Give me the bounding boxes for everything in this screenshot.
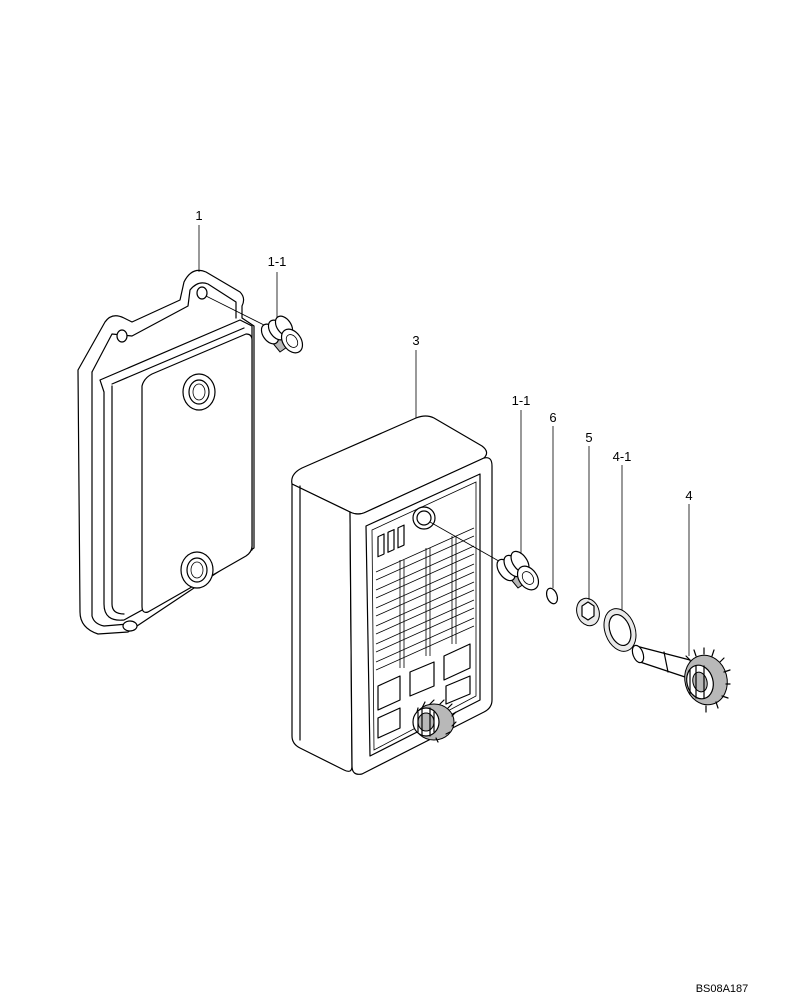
button-grid — [375, 527, 475, 739]
callout-4: 4 — [685, 488, 692, 503]
callout-4-1: 4-1 — [613, 449, 632, 464]
callout-1-1-mid: 1-1 — [512, 393, 531, 408]
callout-6: 6 — [549, 410, 556, 425]
callout-1-1-top: 1-1 — [268, 254, 287, 269]
part-5-washer — [576, 597, 600, 627]
part-4-knob-shaft — [631, 644, 731, 713]
callout-5: 5 — [585, 430, 592, 445]
part-6-o-ring — [545, 587, 559, 605]
part-3-control-box — [291, 415, 493, 775]
callout-1: 1 — [195, 208, 202, 223]
callout-3: 3 — [412, 333, 419, 348]
part-4-1-seal-ring — [603, 608, 637, 652]
part-3-knob — [412, 699, 457, 743]
figure-code: BS08A187 — [696, 983, 749, 995]
part-1-housing — [77, 269, 255, 635]
part-1-1-bushing-top — [260, 315, 304, 354]
indicator-slots — [377, 524, 405, 558]
part-1-1-bushing-mid — [496, 550, 540, 591]
callout-leaders — [198, 225, 690, 656]
